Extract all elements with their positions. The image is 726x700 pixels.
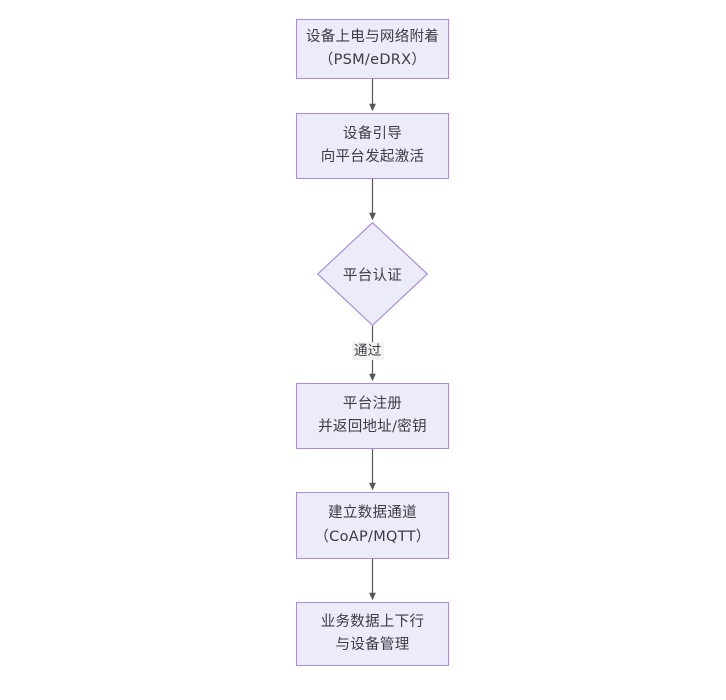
node-device-bootstrap[interactable]: 设备引导 向平台发起激活 (296, 113, 449, 179)
node-platform-registration[interactable]: 平台注册 并返回地址/密钥 (296, 383, 449, 449)
node-label-line2: （PSM/eDRX） (318, 52, 427, 68)
node-device-power-on[interactable]: 设备上电与网络附着 （PSM/eDRX） (296, 19, 449, 79)
node-label-line2: 并返回地址/密钥 (318, 419, 427, 435)
node-platform-authentication[interactable]: 平台认证 (317, 222, 428, 326)
node-label-line1: 平台注册 (342, 395, 403, 412)
node-establish-data-channel[interactable]: 建立数据通道 （CoAP/MQTT） (296, 492, 449, 559)
node-label-line2: 与设备管理 (335, 637, 410, 653)
node-label-line1: 建立数据通道 (328, 505, 417, 522)
node-label-line1: 业务数据上下行 (320, 613, 425, 630)
node-label-line2: 向平台发起激活 (320, 149, 425, 165)
edge-label-pass: 通过 (352, 342, 384, 361)
node-label-line2: （CoAP/MQTT） (314, 528, 431, 545)
node-label-line1: 设备引导 (342, 125, 403, 142)
node-business-data-and-device-management[interactable]: 业务数据上下行 与设备管理 (296, 602, 449, 666)
node-label-line1: 设备上电与网络附着 (305, 28, 440, 45)
diamond-shape (317, 222, 428, 326)
node-label-line1: 平台认证 (342, 267, 403, 284)
